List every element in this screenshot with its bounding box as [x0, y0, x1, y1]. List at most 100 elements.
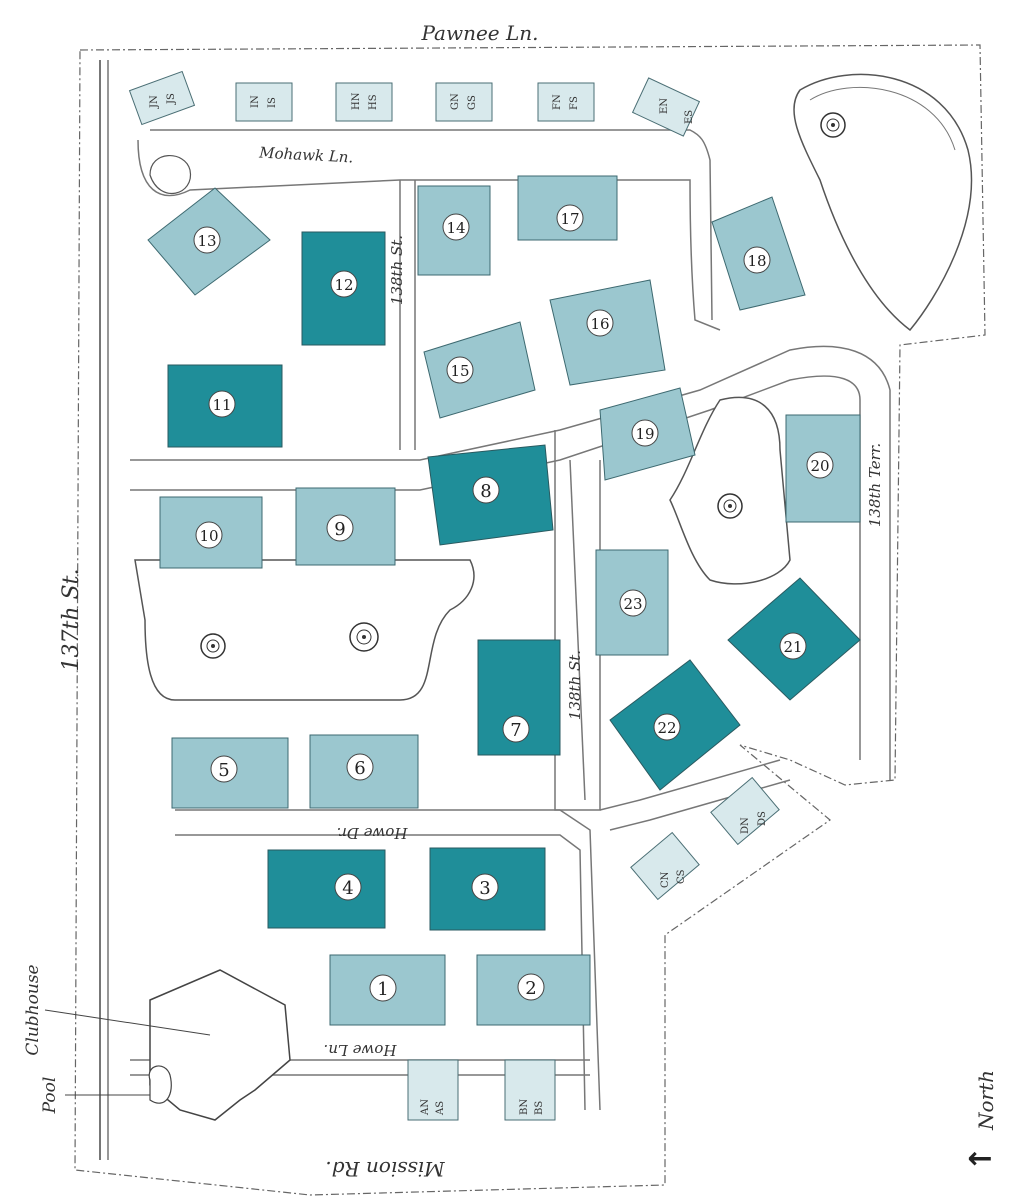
building-number-14: 14 — [442, 213, 470, 241]
building-number-10: 10 — [195, 521, 223, 549]
street-howe-ln: Howe Ln. — [324, 1041, 398, 1059]
building-numbers: 1 2 3 4 5 6 7 8 9 10 11 12 13 14 15 16 1… — [193, 204, 834, 1002]
pool-shape — [148, 1065, 172, 1104]
property-boundary — [74, 44, 986, 1196]
building-number-13: 13 — [193, 226, 221, 254]
clubhouse-leader — [44, 1009, 211, 1036]
unit-label: ES — [684, 110, 695, 124]
building-number-22: 22 — [653, 713, 681, 741]
unit-label: DS — [757, 811, 768, 826]
svg-text:22: 22 — [657, 719, 676, 737]
building-7 — [477, 639, 561, 756]
svg-text:1: 1 — [377, 979, 388, 1000]
building-number-20: 20 — [806, 451, 834, 479]
building-number-2: 2 — [517, 973, 545, 1001]
svg-text:3: 3 — [479, 878, 490, 899]
street-mission: Mission Rd. — [325, 1157, 445, 1181]
fountain-icon — [717, 493, 743, 519]
street-mohawk: Mohawk Ln. — [258, 144, 354, 167]
clubhouse-label: Clubhouse — [23, 964, 43, 1055]
street-labels: Pawnee Ln. Mohawk Ln. 138th St. 138th St… — [59, 21, 884, 1181]
svg-text:18: 18 — [747, 252, 766, 270]
clubhouse-shape — [149, 969, 291, 1121]
svg-text:17: 17 — [560, 210, 579, 228]
building-number-5: 5 — [210, 755, 238, 783]
svg-text:15: 15 — [450, 362, 469, 380]
svg-text:9: 9 — [334, 519, 345, 540]
svg-text:6: 6 — [354, 758, 365, 779]
building-number-3: 3 — [471, 873, 499, 901]
svg-text:16: 16 — [590, 315, 609, 333]
fountain-icon — [820, 112, 846, 138]
svg-text:14: 14 — [446, 219, 465, 237]
street-138th-south: 138th St. — [566, 650, 584, 720]
unit-label: JS — [166, 93, 177, 105]
building-number-8: 8 — [472, 476, 500, 504]
fountain-icon — [200, 633, 226, 659]
terr-lawn — [669, 396, 791, 585]
unit-label: GS — [467, 95, 478, 110]
unit-label: GN — [450, 93, 461, 110]
svg-text:7: 7 — [510, 720, 521, 741]
unit-label: FS — [569, 96, 580, 110]
unit-label: HS — [368, 94, 379, 110]
unit-label: JN — [149, 95, 160, 109]
svg-text:5: 5 — [218, 760, 229, 781]
svg-text:23: 23 — [623, 595, 642, 613]
building-number-1: 1 — [369, 974, 397, 1002]
north-arrow-icon: ← — [967, 1141, 992, 1176]
unit-label: CN — [660, 871, 671, 888]
street-138th-north: 138th St. — [388, 235, 406, 305]
svg-text:8: 8 — [480, 481, 491, 502]
north-label: North — [974, 1070, 998, 1131]
north-indicator: North ← — [967, 1070, 998, 1176]
building-number-23: 23 — [619, 589, 647, 617]
street-howe-dr: Howe Dr. — [337, 824, 409, 842]
unit-label: BN — [519, 1099, 530, 1115]
unit-label: EN — [659, 98, 670, 114]
svg-text:2: 2 — [525, 978, 536, 999]
building-number-9: 9 — [326, 514, 354, 542]
townhome-units — [128, 70, 780, 1121]
fountain-icon — [349, 622, 379, 652]
building-number-21: 21 — [779, 632, 807, 660]
unit-label: BS — [534, 1101, 545, 1115]
building-number-7: 7 — [502, 715, 530, 743]
unit-labels: JN JS IN IS HN HS GN GS FN FS EN ES AN A… — [149, 92, 768, 1116]
building-number-17: 17 — [556, 204, 584, 232]
svg-text:19: 19 — [635, 425, 654, 443]
central-lawn — [134, 559, 475, 701]
svg-text:11: 11 — [212, 396, 231, 414]
building-number-6: 6 — [346, 753, 374, 781]
building-number-19: 19 — [631, 419, 659, 447]
unit-label: AN — [420, 1099, 431, 1116]
pond-edge — [809, 86, 956, 151]
building-number-11: 11 — [208, 390, 236, 418]
building-number-16: 16 — [586, 309, 614, 337]
unit-label: IN — [250, 95, 261, 108]
building-number-12: 12 — [330, 270, 358, 298]
street-138th-terr: 138th Terr. — [866, 443, 884, 527]
svg-text:4: 4 — [342, 878, 353, 899]
svg-text:12: 12 — [334, 276, 353, 294]
building-4 — [267, 849, 386, 929]
unit-label: IS — [267, 97, 278, 108]
unit-label: HN — [351, 92, 362, 110]
unit-label: AS — [435, 1101, 446, 1116]
svg-text:21: 21 — [783, 638, 802, 656]
street-pawnee: Pawnee Ln. — [420, 21, 538, 45]
building-number-18: 18 — [743, 246, 771, 274]
unit-label: CS — [676, 869, 687, 884]
svg-text:13: 13 — [197, 232, 216, 250]
unit-label: DN — [740, 817, 751, 834]
street-137th: 137th St. — [59, 569, 84, 672]
unit-label: FN — [552, 94, 563, 110]
svg-text:10: 10 — [199, 527, 218, 545]
mohawk-loop — [149, 155, 191, 194]
building-number-15: 15 — [446, 356, 474, 384]
pool-label: Pool — [40, 1077, 60, 1115]
pond-area — [793, 73, 973, 332]
building-number-4: 4 — [334, 873, 362, 901]
svg-text:20: 20 — [810, 457, 829, 475]
